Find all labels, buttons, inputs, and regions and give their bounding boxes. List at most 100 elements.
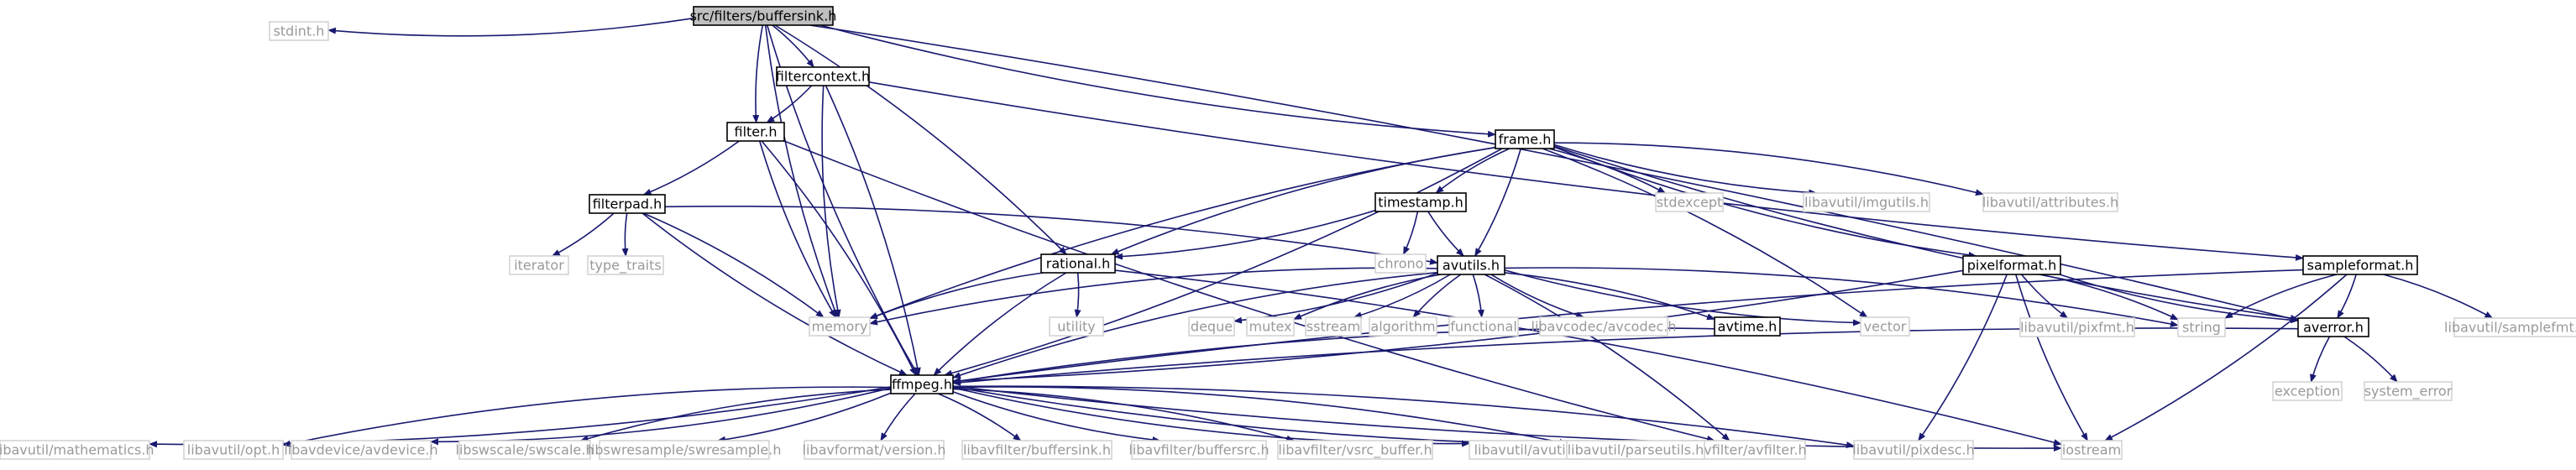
node-averror[interactable]: averror.h xyxy=(2297,317,2369,337)
edge-frame-to-averror xyxy=(1553,145,2299,321)
node-avutils[interactable]: avutils.h xyxy=(1437,255,1505,275)
edge-pixelformat-to-iostream xyxy=(2015,274,2088,441)
edge-frame-to-avutils xyxy=(1474,148,1522,257)
node-box-exception xyxy=(2272,381,2343,401)
edge-ffmpeg-to-opt xyxy=(282,386,892,447)
edge-rational-to-iostream xyxy=(1114,269,2062,446)
node-algorithm: algorithm xyxy=(1369,316,1437,337)
edge-averror-to-system_error xyxy=(2343,336,2398,383)
node-pixelformat[interactable]: pixelformat.h xyxy=(1962,255,2061,275)
edge-averror-to-exception xyxy=(2310,336,2331,383)
edge-filterpad-to-avutils xyxy=(664,205,1438,265)
node-ffmpeg[interactable]: ffmpeg.h xyxy=(890,374,954,394)
node-label-buffersink: src/filters/buffersink.h xyxy=(690,8,837,24)
node-box-filter xyxy=(726,122,785,142)
node-box-version xyxy=(804,440,945,460)
edge-ffmpeg-to-swresample xyxy=(716,392,892,443)
node-label-system_error: system_error xyxy=(2364,384,2453,400)
edge-avutils-to-mutex xyxy=(1293,274,1442,321)
node-sampleformat[interactable]: sampleformat.h xyxy=(2302,255,2418,275)
node-rational[interactable]: rational.h xyxy=(1040,253,1116,274)
node-label-algorithm: algorithm xyxy=(1370,319,1435,335)
node-box-iostream xyxy=(2060,440,2123,460)
node-box-functional xyxy=(1448,316,1519,337)
edge-rational-to-ffmpeg xyxy=(933,272,1067,376)
node-filtercontext[interactable]: filtercontext.h xyxy=(776,66,870,86)
edge-avutils-to-algorithm xyxy=(1412,274,1462,318)
node-box-timestamp xyxy=(1374,192,1467,212)
node-box-sstream xyxy=(1305,316,1362,337)
node-box-system_error xyxy=(2364,381,2453,401)
node-box-avdevice xyxy=(291,440,432,460)
node-label-parseutils: libavutil/parseutils.h xyxy=(1568,442,1704,458)
edge-avutils-to-ffmpeg xyxy=(952,271,1438,379)
node-label-rational: rational.h xyxy=(1046,256,1111,272)
node-box-stdint xyxy=(269,21,329,41)
node-label-avfilter_h: libavfilter/avfilter.h xyxy=(1679,442,1806,458)
node-stdint: stdint.h xyxy=(269,21,329,41)
node-lavf_buffersink: libavfilter/buffersink.h xyxy=(961,440,1113,460)
node-box-string xyxy=(2177,317,2226,337)
node-label-memory: memory xyxy=(812,319,868,335)
node-avcodec: libavcodec/avcodec.h xyxy=(1531,316,1676,337)
node-box-type_traits xyxy=(587,255,664,275)
node-label-pixfmt: libavutil/pixfmt.h xyxy=(2020,320,2134,336)
edge-timestamp-to-rational xyxy=(1114,209,1376,260)
edge-sampleformat-to-string xyxy=(2224,274,2338,319)
edge-avutils-to-functional xyxy=(1472,274,1484,318)
edge-buffersink-to-frame xyxy=(819,24,1496,138)
node-label-filtercontext: filtercontext.h xyxy=(776,69,870,85)
node-box-iterator xyxy=(509,255,569,275)
edge-avutils-to-string xyxy=(1504,267,2179,327)
node-exception: exception xyxy=(2272,381,2343,401)
edge-filtercontext-to-sampleformat xyxy=(868,81,2304,261)
node-label-lavf_buffersink: libavfilter/buffersink.h xyxy=(963,442,1111,458)
edge-filter-to-avfilter_h xyxy=(783,140,1715,442)
node-avutil: libavutil/avutil.h xyxy=(1469,440,1588,460)
node-label-functional: functional xyxy=(1450,319,1517,335)
node-buffersink[interactable]: src/filters/buffersink.h xyxy=(690,6,837,26)
node-filter[interactable]: filter.h xyxy=(726,122,785,142)
node-box-avcodec xyxy=(1539,316,1668,337)
node-frame[interactable]: frame.h xyxy=(1495,129,1555,149)
edge-filterpad-to-ffmpeg xyxy=(641,212,908,376)
node-functional: functional xyxy=(1448,316,1519,337)
node-avtime[interactable]: avtime.h xyxy=(1714,316,1781,337)
node-box-mathematics xyxy=(0,440,150,460)
node-samplefmt: libavutil/samplefmt.h xyxy=(2444,317,2576,337)
node-label-pixelformat: pixelformat.h xyxy=(1967,258,2056,274)
node-box-ffmpeg xyxy=(890,374,954,394)
edge-rational-to-memory xyxy=(869,272,1044,320)
node-avdevice: libavdevice/avdevice.h xyxy=(284,440,438,460)
node-stdexcept: stdexcept xyxy=(1655,192,1724,212)
edge-frame-to-vector xyxy=(1542,148,1868,318)
node-timestamp[interactable]: timestamp.h xyxy=(1374,192,1467,212)
edge-filter-to-filterpad xyxy=(642,140,740,196)
node-box-filterpad xyxy=(589,194,666,214)
edge-timestamp-to-chrono xyxy=(1402,211,1419,255)
edge-frame-to-rational xyxy=(1110,146,1496,255)
node-label-iostream: iostream xyxy=(2062,442,2121,458)
edge-pixelformat-to-pixfmt xyxy=(2020,274,2069,319)
node-box-buffersink xyxy=(693,6,834,26)
node-box-pixfmt xyxy=(2019,317,2135,337)
nodes-layer: src/filters/buffersink.h stdint.h filter.h… xyxy=(0,6,2576,460)
node-box-avtime xyxy=(1714,316,1781,337)
node-vector: vector xyxy=(1860,316,1910,337)
node-buffersrc: libavfilter/buffersrc.h xyxy=(1128,440,1270,460)
edge-avutils-to-avfilter_h xyxy=(1484,274,1730,441)
node-box-vector xyxy=(1860,316,1910,337)
node-label-avutils: avutils.h xyxy=(1442,258,1500,274)
node-box-utility xyxy=(1049,316,1104,337)
node-label-frame: frame.h xyxy=(1499,132,1552,148)
node-label-timestamp: timestamp.h xyxy=(1378,195,1463,211)
node-label-string: string xyxy=(2182,320,2221,336)
edge-ffmpeg-to-swscale xyxy=(579,389,892,442)
node-box-vsrc_buffer xyxy=(1277,440,1433,460)
node-box-stdexcept xyxy=(1655,192,1724,212)
node-filterpad[interactable]: filterpad.h xyxy=(589,194,666,214)
node-box-chrono xyxy=(1374,253,1427,274)
edge-ffmpeg-to-avfilter_h xyxy=(952,386,1682,449)
node-box-frame xyxy=(1495,129,1555,149)
node-mutex: mutex xyxy=(1246,316,1295,337)
